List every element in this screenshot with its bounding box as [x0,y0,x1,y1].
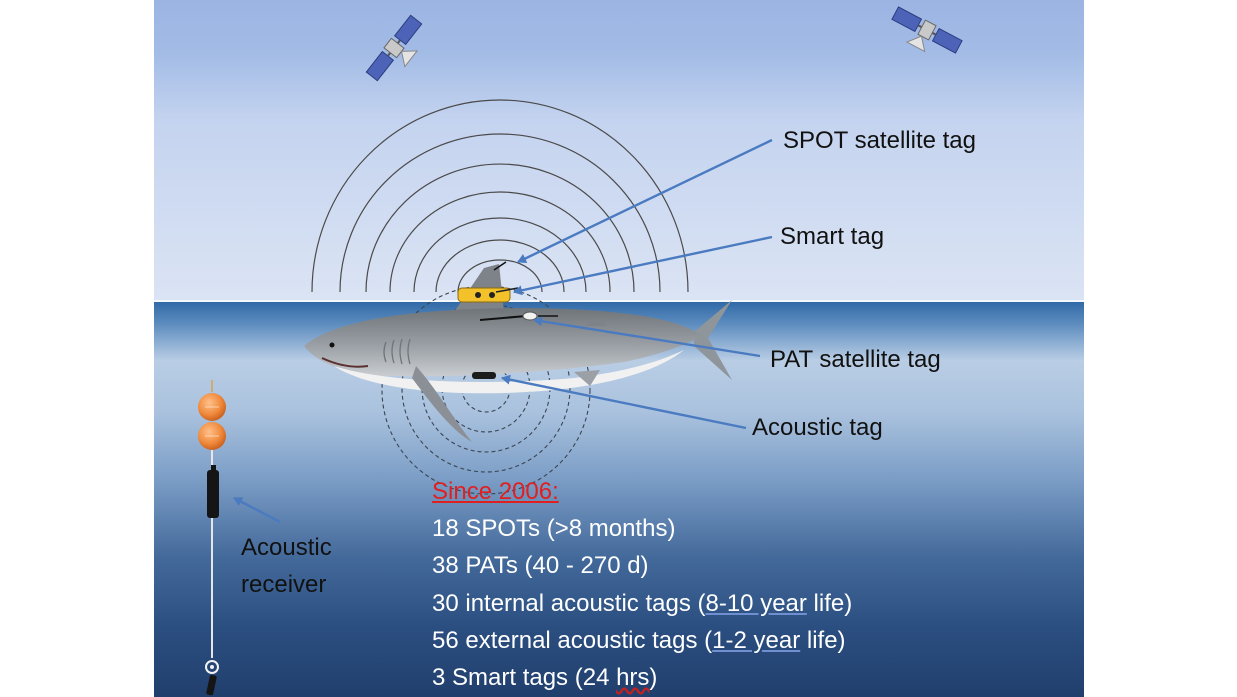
satellite-icon [365,14,423,82]
stat-external-pre: 56 external acoustic tags ( [432,627,713,654]
slide: SPOT satellite tag Smart tag PAT satelli… [154,0,1084,697]
water-surface [154,300,1084,302]
stat-smart-post: ) [649,664,658,691]
stat-internal-life: 8-10 year [705,590,807,617]
stat-internal-acoustic: 30 internal acoustic tags (8-10 year lif… [432,590,852,618]
diagram-artwork [198,6,963,696]
sea-background [154,301,1084,697]
sky-background [154,0,1084,301]
leader-arrows [233,138,773,524]
stat-external-life: 1-2 year [712,627,801,654]
radio-signal-arcs [311,99,689,293]
stat-external-post: life) [800,627,846,654]
satellite-icon [891,6,963,54]
stat-spots: 18 SPOTs (>8 months) [432,515,676,542]
stat-internal-post: life) [806,590,853,617]
stats-header: Since 2006: [432,478,559,505]
stat-pats: 38 PATs (40 - 270 d) [432,552,649,579]
stat-smart-pre: 3 Smart tags (24 [432,664,617,691]
receiver-buoy-icon [198,380,226,696]
label-spot-satellite-tag: SPOT satellite tag [783,127,976,154]
shark-illustration [304,261,732,442]
stat-internal-pre: 30 internal acoustic tags ( [432,590,706,617]
label-acoustic-tag: Acoustic tag [752,414,883,441]
label-smart-tag: Smart tag [780,223,885,250]
label-acoustic-receiver-line2: receiver [241,571,327,598]
label-acoustic-receiver-line1: Acoustic [241,534,332,561]
label-pat-satellite-tag: PAT satellite tag [770,346,941,373]
stat-external-acoustic: 56 external acoustic tags (1-2 year life… [432,627,846,655]
stat-smart-hrs: hrs [616,664,650,691]
stat-smart-tags: 3 Smart tags (24 hrs) [432,664,657,692]
